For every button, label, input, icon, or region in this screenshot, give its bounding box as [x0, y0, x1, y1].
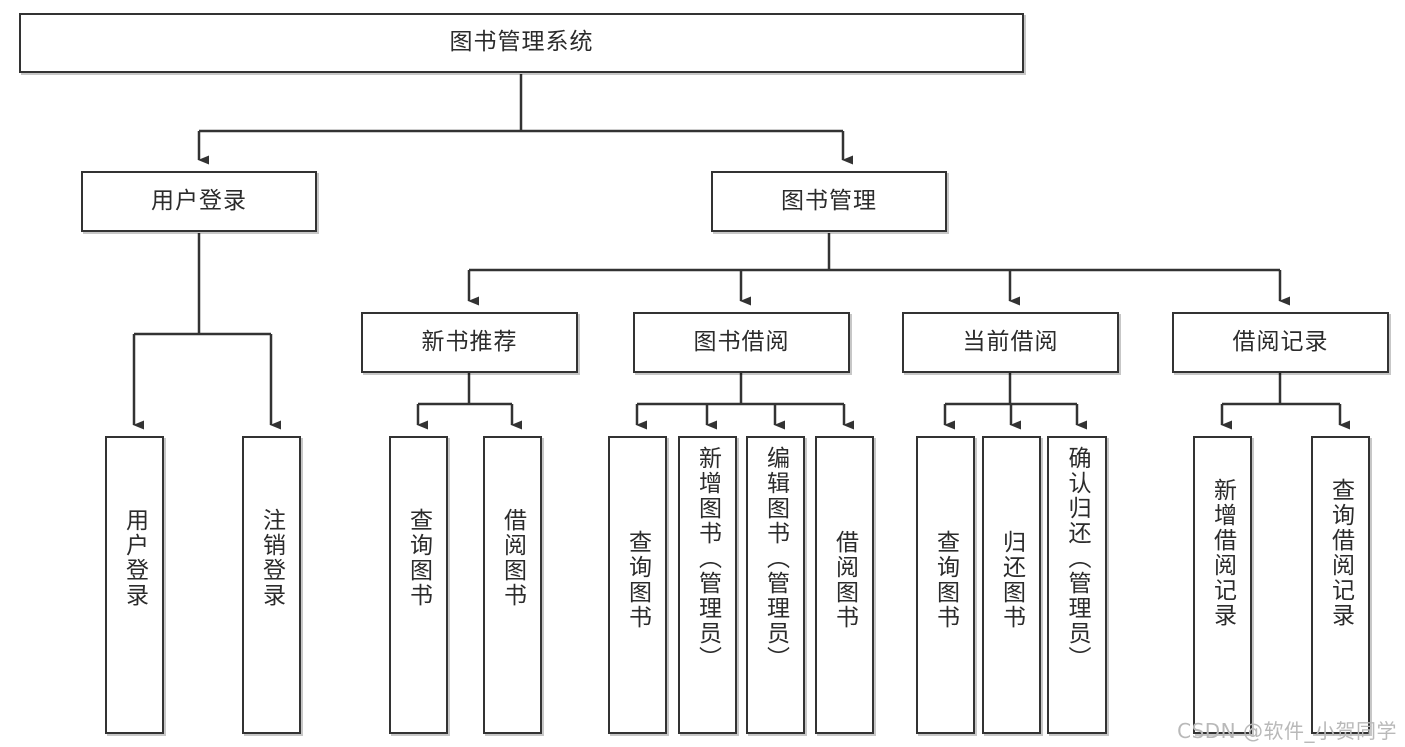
node-label: 查询图书	[932, 530, 959, 630]
node-borrow-record[interactable]: 借阅记录	[1172, 312, 1389, 373]
edge-root-to-level2	[197, 74, 853, 165]
leaf-current-borrow-return-book[interactable]: 归还图书	[982, 436, 1041, 734]
node-label: 图书借阅	[693, 328, 790, 355]
edge-book-borrow-to-leaves	[635, 373, 854, 430]
node-label: 查询借阅记录	[1327, 478, 1354, 628]
node-book-management[interactable]: 图书管理	[711, 171, 947, 232]
node-label: 借阅图书	[831, 530, 858, 630]
leaf-book-borrow-borrow-book[interactable]: 借阅图书	[815, 436, 874, 734]
node-current-borrow[interactable]: 当前借阅	[902, 312, 1119, 373]
node-label: 确认归还（管理员）	[1064, 446, 1091, 671]
node-label: 借阅图书	[499, 508, 526, 608]
node-user-login[interactable]: 用户登录	[81, 171, 317, 232]
node-label: 图书管理系统	[449, 29, 594, 56]
node-book-borrow[interactable]: 图书借阅	[633, 312, 850, 373]
edge-borrow-record-to-leaves	[1220, 373, 1350, 430]
node-label: 新增图书（管理员）	[694, 446, 721, 671]
node-label: 图书管理	[781, 187, 877, 214]
edge-user-login-to-leaves	[132, 233, 281, 430]
node-label: 注销登录	[258, 508, 285, 608]
node-label: 归还图书	[998, 530, 1025, 630]
csdn-watermark: CSDN @软件_小贺同学	[1177, 719, 1397, 743]
node-label: 新增借阅记录	[1209, 478, 1236, 628]
edge-current-borrow-to-leaves	[943, 373, 1087, 430]
leaf-new-book-query-book[interactable]: 查询图书	[389, 436, 448, 734]
edge-new-book-to-leaves	[416, 373, 522, 430]
leaf-current-borrow-query-book[interactable]: 查询图书	[916, 436, 975, 734]
leaf-borrow-record-query-record[interactable]: 查询借阅记录	[1311, 436, 1370, 734]
leaf-user-login-logout[interactable]: 注销登录	[242, 436, 301, 734]
leaf-current-borrow-confirm-return-admin[interactable]: 确认归还（管理员）	[1047, 436, 1107, 734]
node-label: 编辑图书（管理员）	[762, 446, 789, 671]
leaf-book-borrow-edit-book-admin[interactable]: 编辑图书（管理员）	[746, 436, 805, 734]
leaf-book-borrow-add-book-admin[interactable]: 新增图书（管理员）	[678, 436, 737, 734]
leaf-new-book-borrow-book[interactable]: 借阅图书	[483, 436, 542, 734]
node-label: 查询图书	[405, 508, 432, 608]
node-label: 借阅记录	[1232, 328, 1329, 355]
node-label: 用户登录	[151, 187, 247, 214]
node-label: 新书推荐	[421, 328, 518, 355]
node-label: 当前借阅	[962, 328, 1059, 355]
node-label: 查询图书	[624, 530, 651, 630]
node-new-book-recommend[interactable]: 新书推荐	[361, 312, 578, 373]
leaf-borrow-record-add-record[interactable]: 新增借阅记录	[1193, 436, 1252, 734]
leaf-book-borrow-query-book[interactable]: 查询图书	[608, 436, 667, 734]
node-root-book-management-system[interactable]: 图书管理系统	[19, 13, 1024, 73]
node-label: 用户登录	[121, 508, 148, 608]
leaf-user-login-login[interactable]: 用户登录	[105, 436, 164, 734]
edge-book-manage-to-level3	[467, 233, 1290, 306]
